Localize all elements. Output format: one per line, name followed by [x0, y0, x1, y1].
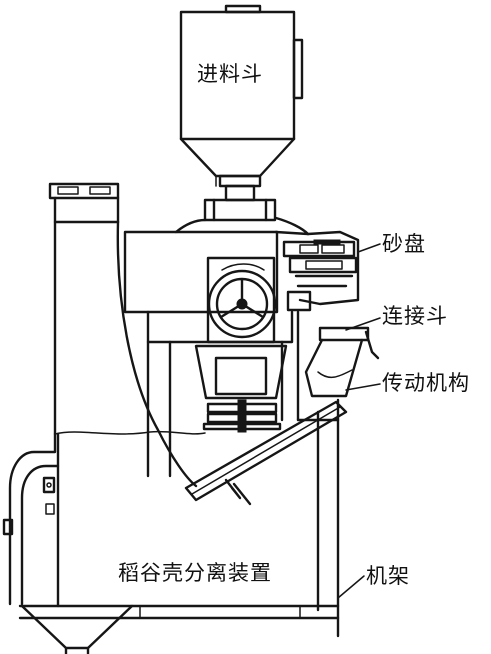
husk-separator [2, 432, 134, 654]
leader-transmission [345, 383, 381, 391]
label-connecting-hopper: 连接斗 [382, 304, 448, 328]
leader-connecting-hopper [345, 317, 381, 331]
label-sand-disk: 砂盘 [382, 232, 426, 256]
label-transmission: 传动机构 [382, 371, 470, 395]
leader-sand-disk [357, 243, 381, 253]
label-husk-separator: 稻谷壳分离装置 [118, 561, 272, 585]
feed-hopper [179, 4, 304, 202]
leader-lines [337, 243, 381, 599]
label-feed-hopper: 进料斗 [197, 62, 263, 86]
machine-frame [18, 398, 340, 638]
inclined-chute [184, 400, 348, 506]
connecting-hopper [304, 326, 380, 398]
leader-frame [337, 575, 365, 599]
label-frame: 机架 [366, 564, 410, 588]
transmission [194, 344, 288, 433]
sand-disk [274, 230, 360, 312]
handwheel [206, 256, 277, 344]
air-duct [48, 182, 206, 488]
